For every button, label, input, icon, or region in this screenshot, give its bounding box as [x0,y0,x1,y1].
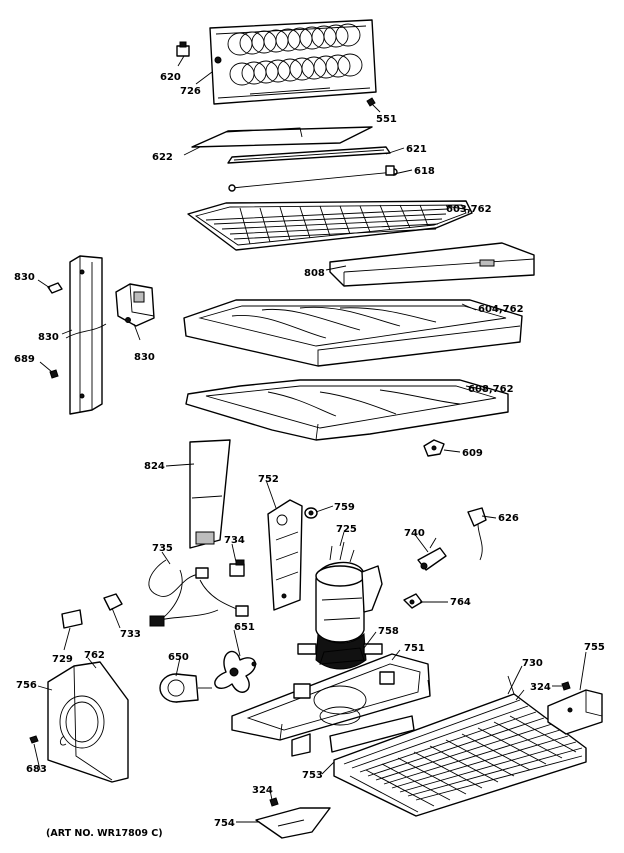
bracket-755 [547,689,603,735]
connector-734 [229,559,245,577]
callout-729: 729 [52,654,73,665]
screw-551 [366,97,376,107]
callout-808: 808 [304,268,325,279]
callout-764: 764 [450,597,471,608]
callout-824: 824 [144,461,165,472]
callout-labels: 620 726 551 622 621 618 603,762 808 830 … [14,72,605,839]
callout-551: 551 [376,114,397,125]
callout-609: 609 [462,448,483,459]
callout-734: 734 [224,535,245,546]
callout-740: 740 [404,528,425,539]
callout-622: 622 [152,152,173,163]
callout-830-plug: 830 [14,272,35,283]
bracket-609 [423,439,445,457]
callout-324-lower: 324 [252,785,273,796]
callout-626: 626 [498,513,519,524]
callout-753: 753 [302,770,323,781]
part-729 [61,609,83,629]
relay-740 [417,537,447,571]
fan-motor-650 [159,673,212,703]
callout-752: 752 [258,474,279,485]
callout-830-bracket: 830 [134,352,155,363]
cord-626 [467,507,487,561]
plug-830 [47,282,63,294]
art-number-caption: (ART NO. WR17809 C) [46,828,163,839]
callout-603-762: 603,762 [446,204,492,215]
base-pan-751 [231,653,431,757]
bracket-754 [255,807,331,839]
callout-751: 751 [404,643,425,654]
callout-608-762: 608,762 [468,384,514,395]
fan-blade-651 [214,650,257,693]
evaporator-cover-622 [191,126,373,148]
callout-735: 735 [152,543,173,554]
callout-324-upper: 324 [530,682,551,693]
bracket-752 [267,499,303,611]
clip-733 [103,593,123,611]
callout-756: 756 [16,680,37,691]
evaporator-coil [209,19,377,105]
fan-shroud-756 [47,661,129,783]
callout-689: 689 [14,354,35,365]
heater-621 [227,146,391,164]
side-rail-830 [65,255,107,415]
bracket-824 [189,439,231,549]
condenser-730 [333,675,587,817]
callout-830-rail: 830 [38,332,59,343]
grommet-759 [304,507,318,519]
callout-754: 754 [214,818,235,829]
callout-759: 759 [334,502,355,513]
callout-733: 733 [120,629,141,640]
callout-650: 650 [168,652,189,663]
callout-755: 755 [584,642,605,653]
rod-618 [228,165,398,192]
wire-harness-735 [148,559,249,627]
tray-604 [183,299,523,367]
callout-651: 651 [234,622,255,633]
screw-683 [29,735,39,744]
callout-618: 618 [414,166,435,177]
mount-758 [319,647,365,665]
compressor-725 [297,541,383,670]
screw-324-lower [269,797,279,807]
callout-762: 762 [84,650,105,661]
screw-324-upper [561,681,571,691]
callout-730: 730 [522,658,543,669]
callout-604-762: 604,762 [478,304,524,315]
leader-lines [33,55,587,823]
grille-603 [187,200,473,251]
callout-621: 621 [406,144,427,155]
callout-726: 726 [180,86,201,97]
callout-620: 620 [160,72,181,83]
callout-683: 683 [26,764,47,775]
duct-cover-808 [329,242,535,287]
tray-608 [185,379,509,441]
clip-620 [176,41,190,57]
clip-764 [403,593,423,609]
callout-725: 725 [336,524,357,535]
callout-758: 758 [378,626,399,637]
bracket-830 [115,283,155,327]
